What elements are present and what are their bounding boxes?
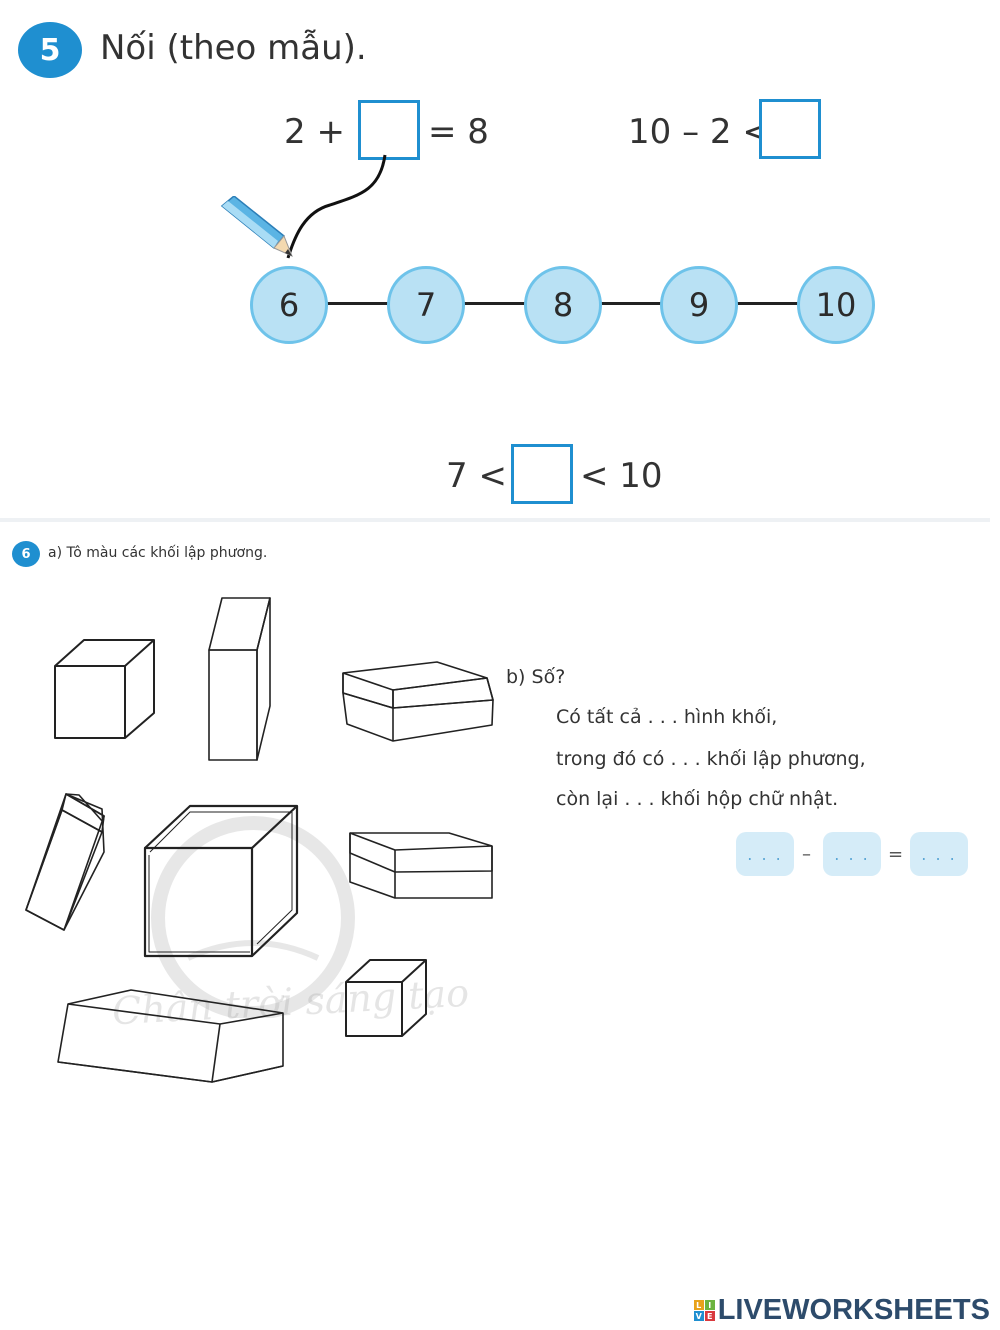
number-link bbox=[597, 302, 665, 305]
answer-input-3[interactable]: . . . bbox=[910, 832, 968, 876]
question-line-3: còn lại . . . khối hộp chữ nhật. bbox=[556, 788, 839, 810]
cube-shape bbox=[345, 959, 427, 1037]
answer-box-2[interactable] bbox=[759, 99, 821, 159]
equation-1-left: 2 + bbox=[284, 112, 345, 152]
equals-sign: = bbox=[888, 844, 904, 865]
number-circle-6[interactable]: 6 bbox=[250, 266, 328, 344]
answer-box-3[interactable] bbox=[511, 444, 573, 504]
minus-sign: – bbox=[802, 844, 811, 865]
cuboid-shape bbox=[208, 597, 271, 761]
answer-input-2[interactable]: . . . bbox=[823, 832, 881, 876]
answer-input-1[interactable]: . . . bbox=[736, 832, 794, 876]
cube-shape bbox=[143, 804, 299, 958]
equation-1-right: = 8 bbox=[428, 112, 489, 152]
number-circle-9[interactable]: 9 bbox=[660, 266, 738, 344]
equation-3-left: 7 < bbox=[446, 456, 507, 496]
number-circle-10[interactable]: 10 bbox=[797, 266, 875, 344]
number-circle-7[interactable]: 7 bbox=[387, 266, 465, 344]
cuboid-shape bbox=[57, 989, 284, 1083]
logo-letter: E bbox=[704, 1311, 715, 1321]
number-circle-8[interactable]: 8 bbox=[524, 266, 602, 344]
question-line-1: Có tất cả . . . hình khối, bbox=[556, 706, 778, 728]
logo-icon: L I V E bbox=[693, 1300, 715, 1321]
exercise-6-badge: 6 bbox=[12, 541, 40, 567]
number-link bbox=[460, 302, 528, 305]
example-connector bbox=[286, 154, 387, 259]
liveworksheets-logo: L I V E LIVEWORKSHEETS bbox=[693, 1294, 990, 1327]
answer-box-1[interactable] bbox=[358, 100, 420, 160]
question-line-2: trong đó có . . . khối lập phương, bbox=[556, 748, 866, 770]
pencil-icon bbox=[220, 196, 293, 257]
number-link bbox=[323, 302, 391, 305]
exercise-5-badge: 5 bbox=[18, 22, 82, 78]
exercise-5-title: Nối (theo mẫu). bbox=[100, 28, 367, 68]
logo-letter: V bbox=[693, 1311, 704, 1321]
number-link bbox=[734, 302, 802, 305]
cube-shape bbox=[54, 639, 155, 739]
logo-letter: L bbox=[693, 1300, 704, 1310]
exercise-6a-title: a) Tô màu các khối lập phương. bbox=[48, 545, 268, 561]
section-divider bbox=[0, 518, 990, 522]
cuboid-shape bbox=[349, 832, 493, 899]
exercise-6b-title: b) Số? bbox=[506, 666, 566, 688]
equation-3-right: < 10 bbox=[580, 456, 663, 496]
cuboid-shape bbox=[342, 661, 494, 742]
shapes-canvas bbox=[25, 597, 494, 1083]
equation-2-left: 10 – 2 < bbox=[628, 112, 771, 152]
cuboid-shape bbox=[25, 793, 105, 931]
exercise-5-section: 5 Nối (theo mẫu). 2 + = 8 10 – 2 < 6 7 8… bbox=[0, 0, 990, 518]
logo-letter: I bbox=[704, 1300, 715, 1310]
brand-name: LIVEWORKSHEETS bbox=[717, 1294, 990, 1326]
